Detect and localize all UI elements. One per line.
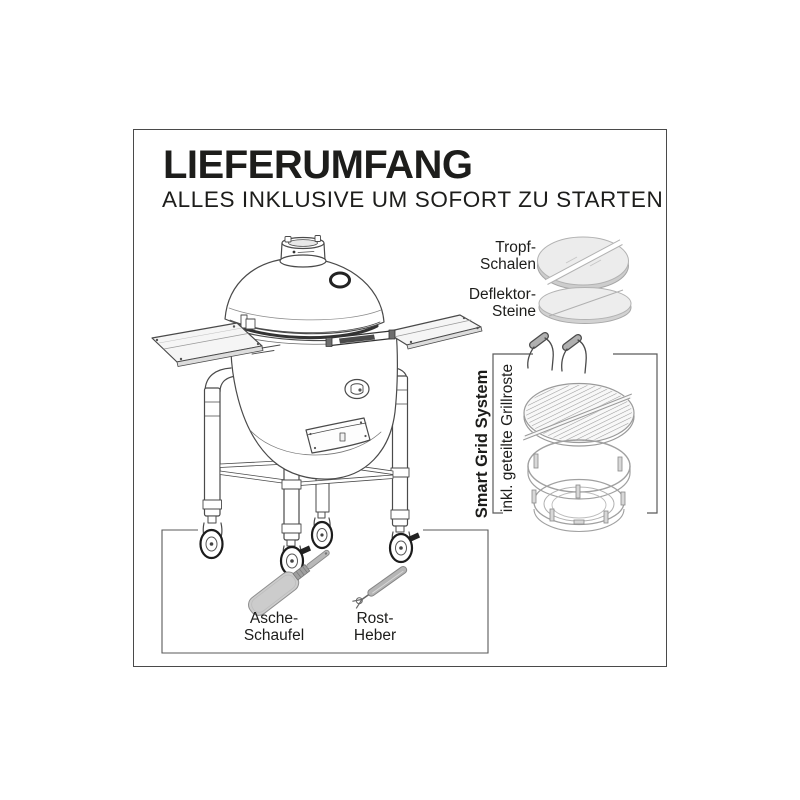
- tools-box-outline: [161, 529, 489, 654]
- grate-lifter-label-line2: Heber: [353, 626, 397, 644]
- drip-pans-label-line2: Schalen: [479, 255, 536, 273]
- smart-grid-bracket: [492, 353, 658, 514]
- page-subtitle: ALLES INKLUSIVE UM SOFORT ZU STARTEN: [162, 187, 664, 212]
- content-frame: LIEFERUMFANG ALLES INKLUSIVE UM SOFORT Z…: [133, 129, 667, 667]
- page-title: LIEFERUMFANG: [163, 143, 473, 187]
- ring-system-illustration: [527, 439, 631, 533]
- ash-shovel-label-line1: Asche-: [249, 610, 299, 627]
- grate-lifter-illustration: [352, 566, 408, 609]
- deflector-stones-illustration: [538, 287, 632, 324]
- grate-lifter-label: Rost- Heber: [325, 610, 425, 644]
- ash-shovel-label-line2: Schaufel: [243, 626, 305, 644]
- drip-pans-illustration: [537, 236, 629, 290]
- smart-grid-subtitle-label: inkl. geteilte Grillroste: [499, 363, 516, 513]
- grate-lifter-label-line1: Rost-: [356, 610, 394, 627]
- kamado-grill-on-cart-illustration: [151, 235, 483, 577]
- smart-grid-system-label: Smart Grid System: [473, 369, 491, 519]
- grate-hangers-illustration: [527, 332, 587, 374]
- caster-back-right: [310, 511, 334, 550]
- illustration-canvas: [151, 235, 658, 654]
- split-grill-grate-illustration: [523, 382, 635, 447]
- drip-pans-label: Tropf- Schalen: [424, 239, 536, 273]
- ash-shovel-label: Asche- Schaufel: [224, 610, 324, 644]
- caster-front-center: [279, 539, 311, 577]
- deflector-stones-label: Deflektor- Steine: [424, 286, 536, 320]
- deflector-stones-label-line1: Deflektor-: [468, 286, 536, 303]
- caster-back-left: [199, 515, 224, 560]
- deflector-stones-label-line2: Steine: [492, 302, 536, 320]
- caster-front-right: [388, 525, 420, 564]
- ash-shovel-illustration: [248, 549, 330, 616]
- drip-pans-label-line1: Tropf-: [495, 239, 536, 256]
